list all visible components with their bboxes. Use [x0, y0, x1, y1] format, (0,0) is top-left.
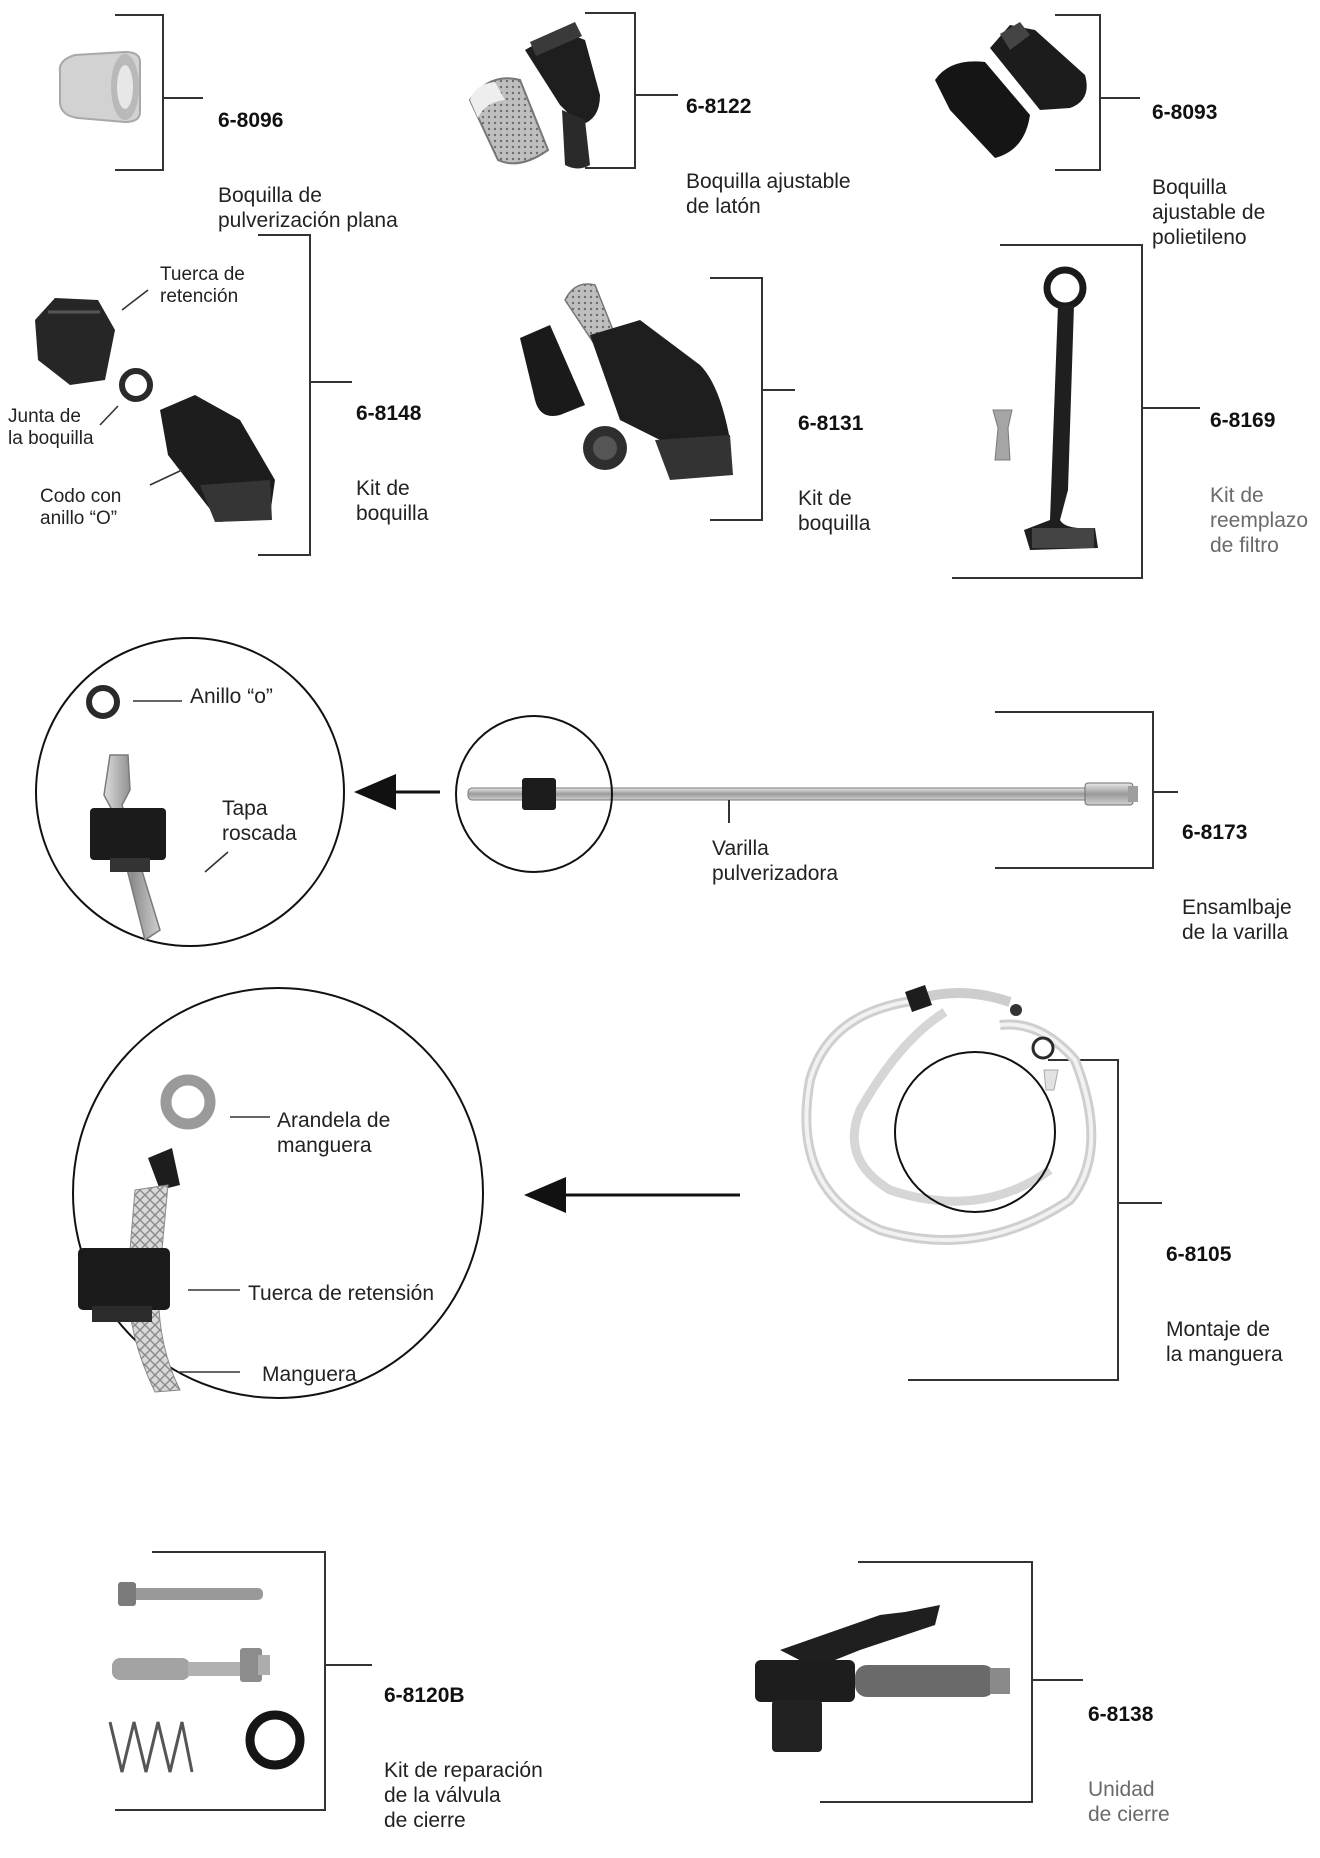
part-code: 6-8093 — [1152, 101, 1218, 124]
nozzle-kit-6-8131-image — [520, 283, 733, 480]
part-label-6-8093: 6-8093 Boquilla ajustable de polietileno — [1152, 50, 1265, 275]
bracket-6-8131 — [710, 277, 763, 521]
part-label-6-8169: 6-8169 Kit de reemplazo de filtro — [1210, 358, 1308, 583]
callout-anillo-o: Anillo “o” — [190, 685, 273, 708]
part-code: 6-8096 — [218, 109, 284, 132]
part-label-6-8173: 6-8173 Ensamlbaje de la varilla — [1182, 770, 1292, 970]
flat-spray-nozzle-image — [58, 50, 141, 124]
part-code: 6-8122 — [686, 95, 752, 118]
part-description: Unidad de cierre — [1088, 1778, 1170, 1826]
part-description: Montaje de la manguera — [1166, 1318, 1283, 1366]
polyethylene-adjustable-nozzle-image — [935, 22, 1087, 158]
leader-lines-6-8148 — [99, 289, 183, 486]
part-code: 6-8120B — [384, 1684, 465, 1707]
part-label-6-8131: 6-8131 Kit de boquilla — [798, 361, 870, 561]
hose-assembly-image — [801, 985, 1097, 1245]
part-code: 6-8169 — [1210, 409, 1276, 432]
callout-varilla-pulverizadora: Varilla pulverizadora — [712, 837, 839, 885]
bracket-6-8105 — [908, 1059, 1119, 1381]
part-description: Boquilla ajustable de latón — [686, 170, 851, 218]
part-description: Boquilla de pulverización plana — [218, 184, 398, 232]
part-label-6-8138: 6-8138 Unidad de cierre — [1088, 1652, 1170, 1852]
part-description: Kit de boquilla — [356, 477, 429, 525]
bracket-lines — [115, 12, 1200, 1811]
part-code: 6-8173 — [1182, 821, 1248, 844]
bracket-6-8173 — [995, 711, 1154, 869]
part-label-6-8105: 6-8105 Montaje de la manguera — [1166, 1192, 1283, 1392]
hose-detail-circle — [72, 987, 484, 1399]
leader-lines-hose-detail — [178, 1116, 270, 1373]
hose-zoom-circle — [894, 1051, 1056, 1213]
part-code: 6-8148 — [356, 402, 422, 425]
part-label-6-8122: 6-8122 Boquilla ajustable de latón — [686, 44, 851, 244]
callout-manguera: Manguera — [262, 1363, 357, 1386]
part-label-6-8120B: 6-8120B Kit de reparación de la válvula … — [384, 1633, 543, 1858]
leader-lines-wand-detail — [133, 700, 229, 873]
wand-zoom-circle — [455, 715, 613, 873]
wand-detail-circle — [35, 637, 345, 947]
part-label-6-8148: 6-8148 Kit de boquilla — [356, 351, 428, 551]
nozzle-kit-6-8148-image — [35, 298, 275, 522]
part-description: Kit de boquilla — [798, 487, 871, 535]
part-code: 6-8131 — [798, 412, 864, 435]
callout-junta-boquilla: Junta de la boquilla — [8, 406, 94, 449]
brass-adjustable-nozzle-image — [468, 22, 600, 169]
part-description: Ensamlbaje de la varilla — [1182, 896, 1292, 944]
callout-tuerca-retencion: Tuerca de retención — [160, 264, 245, 307]
part-description: Boquilla ajustable de polietileno — [1152, 176, 1266, 249]
bracket-6-8138 — [820, 1561, 1033, 1803]
part-code: 6-8138 — [1088, 1703, 1154, 1726]
valve-repair-kit-image — [108, 1582, 305, 1773]
callout-tuerca-retension: Tuerca de retensión — [248, 1282, 434, 1305]
shutoff-unit-image — [755, 1605, 1010, 1752]
bracket-6-8122 — [585, 12, 636, 169]
bracket-6-8120B — [115, 1551, 326, 1811]
bracket-6-8093 — [1055, 14, 1101, 171]
filter-replacement-kit-image — [992, 266, 1098, 550]
callout-arandela-manguera: Arandela de manguera — [277, 1109, 391, 1157]
bracket-6-8169 — [952, 244, 1143, 579]
part-label-6-8096: 6-8096 Boquilla de pulverización plana — [218, 58, 398, 258]
bracket-6-8148 — [258, 234, 311, 556]
part-description: Kit de reemplazo de filtro — [1210, 484, 1309, 557]
spray-wand-image — [455, 715, 1138, 873]
callout-codo-anillo: Codo con anillo “O” — [40, 486, 122, 529]
part-description: Kit de reparación de la válvula de cierr… — [384, 1759, 543, 1832]
bracket-6-8096 — [115, 14, 164, 171]
part-code: 6-8105 — [1166, 1243, 1232, 1266]
callout-tapa-roscada: Tapa roscada — [222, 797, 297, 845]
